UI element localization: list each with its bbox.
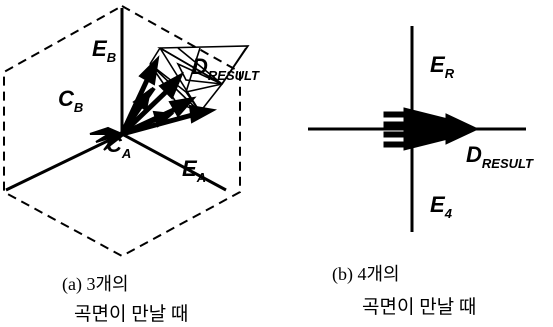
panel-b: ER DRESULT E4 (b) 4개의 곡면이 만날 때 <box>308 26 534 318</box>
edge-line-lower-left <box>5 132 123 192</box>
label-d-result-a: DRESULT <box>192 54 260 83</box>
label-c-b: CB <box>58 86 83 115</box>
label-e-b: EB <box>92 36 116 65</box>
dashed-hexagon <box>3 4 241 258</box>
label-d-result-b: DRESULT <box>466 142 534 171</box>
edge-line-lower-right <box>121 132 227 192</box>
label-e-4: E4 <box>430 192 453 221</box>
panel-a: EB DRESULT CB CA EA (a) 3개의 곡면이 만날 때 <box>3 4 260 325</box>
label-c-a: CA <box>106 132 131 161</box>
label-e-a: EA <box>182 156 206 185</box>
caption-b-line1: (b) 4개의 <box>332 264 400 285</box>
caption-a-line2: 곡면이 만날 때 <box>74 303 188 325</box>
caption-a-line1: (a) 3개의 <box>62 274 129 295</box>
label-e-r: ER <box>430 52 455 81</box>
caption-b-line2: 곡면이 만날 때 <box>362 296 476 318</box>
arrow-bundle-b <box>383 107 480 151</box>
arrow-bundle-a <box>89 55 218 151</box>
